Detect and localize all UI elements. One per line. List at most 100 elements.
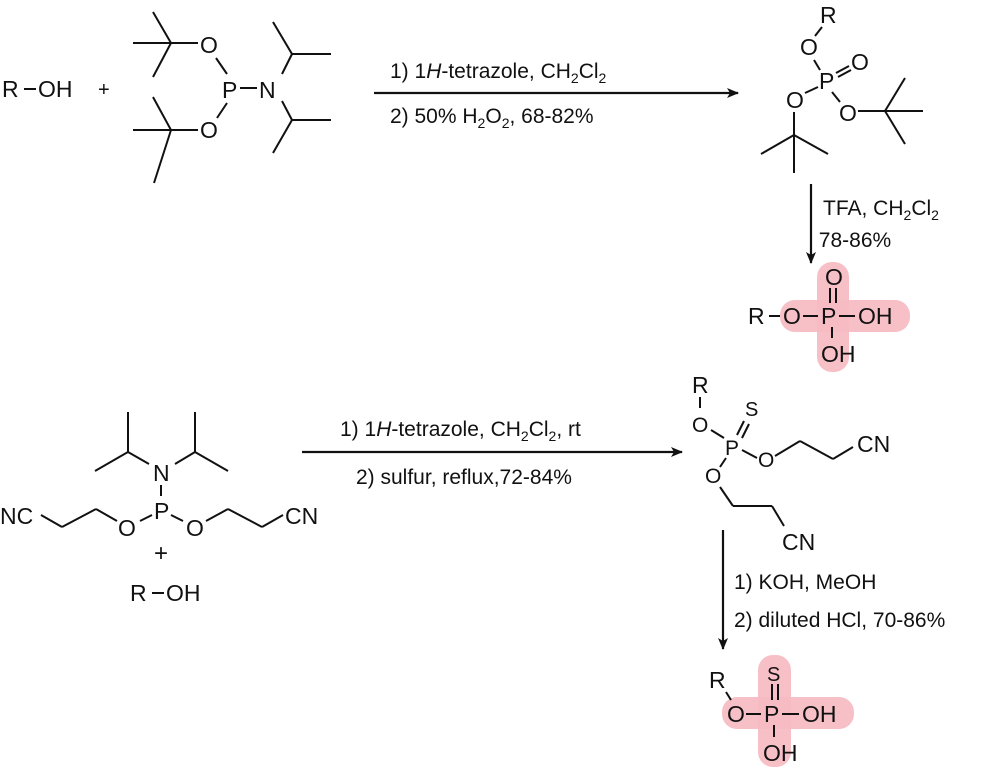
bond bbox=[831, 91, 841, 103]
bond bbox=[194, 451, 229, 472]
bond bbox=[719, 486, 734, 507]
bond bbox=[272, 119, 293, 154]
bond bbox=[61, 508, 97, 528]
deprotection-1-line2: 78-86% bbox=[819, 229, 891, 252]
alkyl-phosphorothioate-product: R O P S OH OH bbox=[709, 655, 854, 767]
atom-O-top: O bbox=[200, 32, 218, 58]
bond bbox=[771, 505, 785, 527]
bond bbox=[272, 21, 293, 55]
bond bbox=[799, 440, 834, 460]
plus-sign: + bbox=[154, 540, 168, 567]
bond bbox=[835, 65, 850, 74]
atom-O-top: O bbox=[800, 34, 818, 60]
bond bbox=[813, 59, 821, 71]
atom-P: P bbox=[222, 77, 237, 103]
bond bbox=[719, 457, 727, 468]
bond bbox=[837, 69, 852, 78]
bond bbox=[281, 100, 293, 121]
bond bbox=[261, 514, 284, 528]
atom-P: P bbox=[821, 303, 836, 329]
atom-O-top: O bbox=[692, 414, 708, 437]
atom-O-right: O bbox=[758, 449, 774, 472]
atom-N: N bbox=[153, 460, 170, 486]
atom-OH-bottom: OH bbox=[763, 740, 798, 766]
conditions-1-step1: 1) 1H-tetrazole, CH2Cl2 bbox=[390, 60, 607, 86]
bond bbox=[741, 423, 750, 439]
bond bbox=[281, 53, 293, 75]
bond bbox=[95, 508, 118, 522]
atom-R: R bbox=[2, 76, 19, 102]
atom-P: P bbox=[725, 437, 739, 460]
atom-OH: OH bbox=[166, 580, 201, 606]
bond bbox=[884, 110, 906, 145]
bond bbox=[725, 691, 732, 701]
atom-O-double: O bbox=[825, 264, 843, 290]
atom-P: P bbox=[764, 701, 779, 727]
highlight-column bbox=[758, 655, 791, 767]
conditions-2-step1: 1) 1H-tetrazole, CH2Cl2, rt bbox=[340, 418, 581, 444]
bond bbox=[884, 77, 906, 112]
bond bbox=[774, 440, 801, 457]
conditions-2-step2: 2) sulfur, reflux,72-84% bbox=[356, 466, 572, 489]
reaction-2: N P O O NC CN + R OH 1) 1H-tetrazole, bbox=[0, 372, 945, 767]
bond bbox=[736, 420, 745, 436]
conditions-1-step2: 2) 50% H2O2, 68-82% bbox=[390, 105, 594, 131]
phosphate-triester-intermediate: R O P O O O bbox=[760, 2, 923, 173]
bond bbox=[40, 514, 63, 528]
atom-R: R bbox=[709, 667, 726, 693]
deprotection-1-line1: TFA, CH2Cl2 bbox=[823, 197, 939, 223]
bond bbox=[174, 451, 196, 465]
atom-OH: OH bbox=[38, 76, 73, 102]
bond bbox=[205, 508, 229, 522]
atom-P: P bbox=[819, 68, 834, 94]
highlight-column bbox=[817, 262, 849, 372]
atom-O-lower: O bbox=[705, 465, 721, 488]
atom-R: R bbox=[692, 372, 709, 398]
bond bbox=[814, 26, 823, 37]
atom-P: P bbox=[154, 498, 169, 524]
atom-S: S bbox=[745, 399, 758, 421]
atom-CN-right: CN bbox=[857, 431, 890, 457]
bond bbox=[760, 134, 795, 155]
bond bbox=[152, 11, 172, 44]
bond bbox=[215, 57, 228, 75]
bond bbox=[94, 451, 129, 472]
atom-O: O bbox=[727, 701, 745, 727]
bond bbox=[153, 129, 172, 184]
alcohol-reactant-2: R OH bbox=[130, 580, 201, 606]
atom-CN-lower: CN bbox=[782, 529, 815, 555]
plus-sign: + bbox=[98, 79, 110, 101]
bond bbox=[793, 134, 829, 155]
phosphorothioate-triester-intermediate: R O P S O CN O CN bbox=[692, 372, 890, 555]
atom-OH-right: OH bbox=[858, 303, 893, 329]
bond bbox=[227, 508, 263, 528]
bond bbox=[152, 42, 172, 78]
deprotection-2-step2: 2) diluted HCl, 70-86% bbox=[734, 609, 945, 632]
alcohol-reactant-1: R OH bbox=[2, 76, 73, 102]
bond bbox=[139, 514, 153, 522]
deprotection-2-step1: 1) KOH, MeOH bbox=[734, 571, 876, 594]
bond bbox=[152, 96, 172, 131]
atom-OH-right: OH bbox=[802, 701, 837, 727]
bond bbox=[127, 451, 150, 465]
bond bbox=[170, 514, 184, 522]
atom-R: R bbox=[130, 580, 147, 606]
atom-O-left: O bbox=[118, 515, 136, 541]
bond bbox=[216, 102, 228, 119]
bond bbox=[832, 446, 854, 460]
bond bbox=[741, 449, 758, 459]
atom-O-right: O bbox=[186, 515, 204, 541]
atom-N: N bbox=[259, 77, 276, 103]
bond bbox=[804, 86, 819, 94]
atom-O-right: O bbox=[839, 100, 857, 126]
atom-S: S bbox=[767, 664, 780, 686]
atom-O-left: O bbox=[786, 87, 804, 113]
atom-OH-bottom: OH bbox=[821, 341, 856, 367]
atom-O-double: O bbox=[851, 49, 869, 75]
phosphoramidite-reagent-2: N P O O NC CN bbox=[0, 412, 318, 541]
phosphoramidite-reagent-1: O P N O bbox=[133, 11, 331, 184]
reaction-1: R OH + O P N O bbox=[2, 2, 939, 372]
atom-R: R bbox=[820, 2, 837, 28]
alkyl-phosphate-product: R O P O OH OH bbox=[748, 262, 910, 372]
